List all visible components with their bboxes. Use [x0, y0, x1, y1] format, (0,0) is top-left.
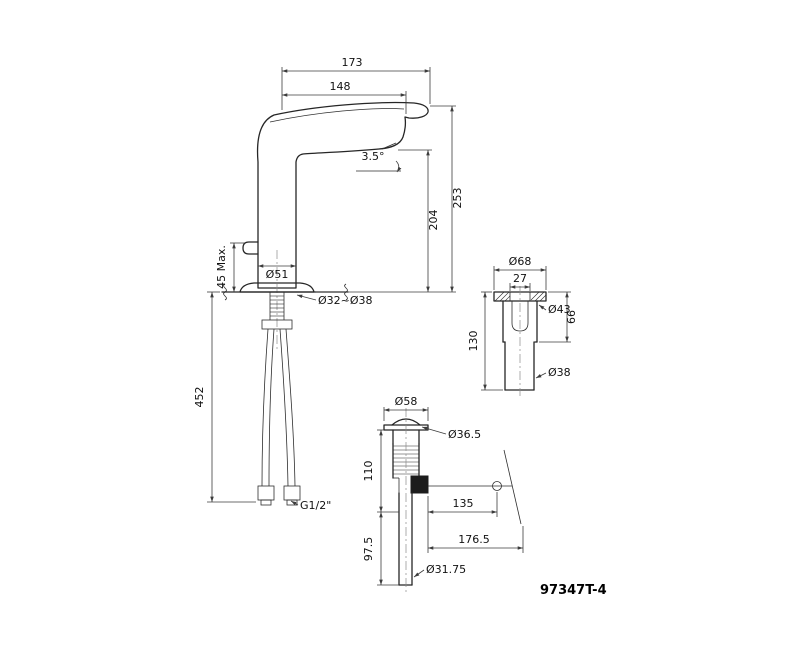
dim-label-spout-reach: 148: [330, 80, 351, 93]
front-view-labels: 173 148 3.5° 253 204 Ø51 45 Max. Ø32~Ø38…: [193, 56, 464, 512]
front-view-dimensions: [207, 67, 456, 506]
dim-label-flange-diameter: Ø58: [395, 395, 418, 408]
dim-label-rod-overall: 176.5: [458, 533, 490, 546]
dim-label-valve-upper-height: 66: [565, 310, 578, 324]
valve-outline: [493, 286, 547, 396]
dim-label-hole-diameter: Ø32~Ø38: [318, 294, 373, 307]
drain-labels: Ø58 Ø36.5 110 135 97.5 176.5 Ø31.75: [362, 395, 490, 576]
dim-label-deck-thickness: 45 Max.: [215, 245, 228, 289]
dim-label-overall-height: 253: [451, 188, 464, 209]
dim-label-cap-diameter: Ø36.5: [448, 428, 481, 441]
valve-dimensions: [481, 266, 571, 391]
dim-label-rod-reach: 135: [453, 497, 474, 510]
dim-label-supply-thread: G1/2": [300, 499, 331, 512]
faucet-front-view: 173 148 3.5° 253 204 Ø51 45 Max. Ø32~Ø38…: [193, 56, 464, 512]
drain-assembly-view: Ø58 Ø36.5 110 135 97.5 176.5 Ø31.75: [362, 395, 524, 592]
dim-label-tail-height: 97.5: [362, 537, 375, 562]
valve-labels: Ø68 27 Ø43 66 130 Ø38: [467, 255, 578, 379]
drain-outline: [383, 408, 522, 592]
dim-label-valve-mid-diameter: Ø43: [548, 303, 571, 316]
drain-dimensions: [377, 407, 524, 586]
valve-detail-view: Ø68 27 Ø43 66 130 Ø38: [467, 255, 578, 396]
dim-label-valve-overall-height: 130: [467, 331, 480, 352]
dim-label-spout-overall: 173: [342, 56, 363, 69]
dim-label-body-diameter: Ø51: [266, 268, 289, 281]
dim-label-supply-length: 452: [193, 387, 206, 408]
model-number: 97347T-4: [540, 583, 607, 598]
dim-label-tail-diameter: Ø31.75: [426, 563, 466, 576]
faucet-outline: [239, 101, 429, 350]
dim-label-spout-height: 204: [427, 210, 440, 231]
under-deck-assembly: [257, 292, 301, 506]
dim-label-drain-body-height: 110: [362, 461, 375, 482]
dim-label-valve-inner-width: 27: [513, 272, 527, 285]
dim-label-valve-body-diameter: Ø38: [548, 366, 571, 379]
dim-label-valve-top-diameter: Ø68: [509, 255, 532, 268]
dim-label-spout-angle: 3.5°: [362, 150, 385, 163]
